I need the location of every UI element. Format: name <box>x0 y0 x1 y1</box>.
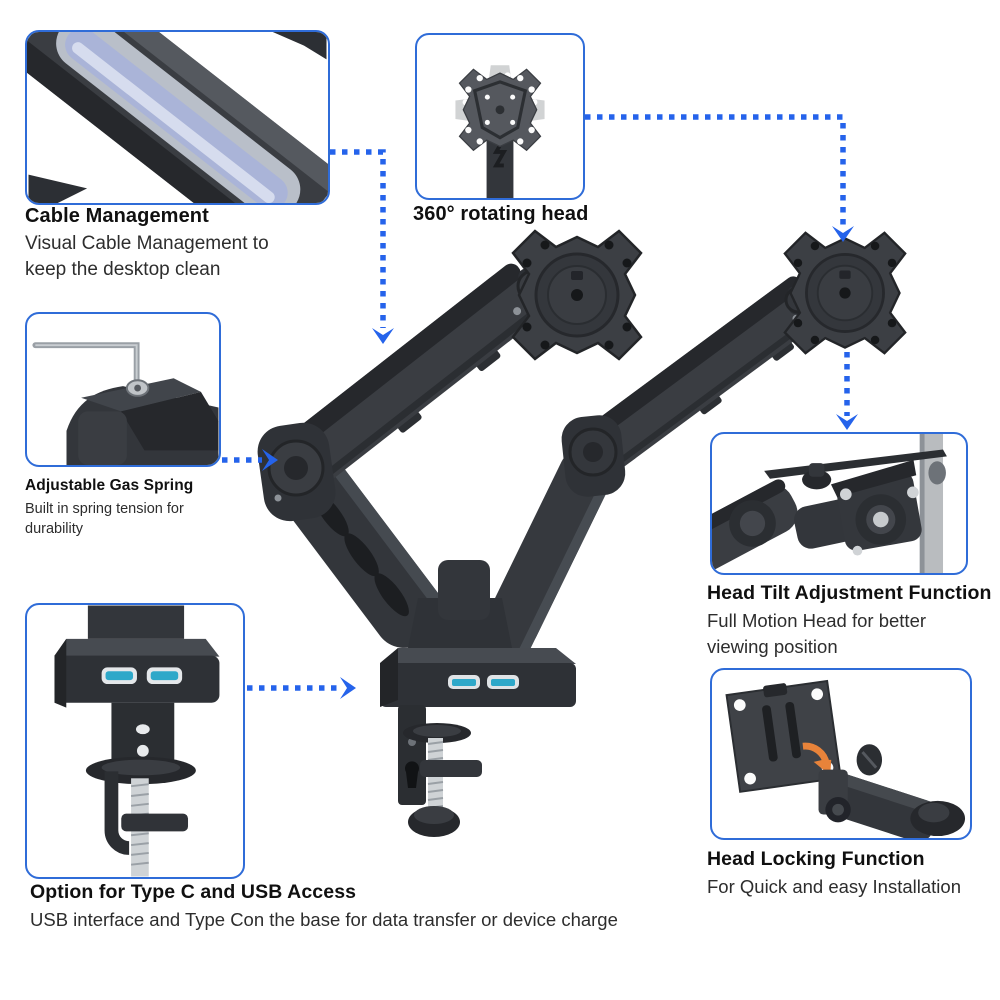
dotted-arrow-cable-management <box>330 149 386 328</box>
vesa-logo <box>839 270 851 279</box>
cable-management-description: Visual Cable Management to keep the desk… <box>25 233 269 281</box>
cable-management-title: Cable Management <box>25 205 209 227</box>
vesa-logo <box>571 271 583 280</box>
gas-spring-thumbnail <box>25 312 221 467</box>
head-tilt-description: Full Motion Head for better viewing posi… <box>707 610 927 657</box>
left-vesa-plate <box>511 229 643 361</box>
dotted-arrow-rotating-head <box>585 114 846 226</box>
usb-base-thumbnail <box>25 603 245 879</box>
head-locking-description: For Quick and easy Installation <box>707 876 961 897</box>
rotating-head-title: 360° rotating head <box>413 203 589 225</box>
head-locking-thumbnail <box>710 668 972 840</box>
right-vesa-plate <box>783 231 907 355</box>
gas-spring-description: Built in spring tension for durability <box>25 501 184 537</box>
head-locking-title: Head Locking Function <box>707 848 925 870</box>
usb-access-description: USB interface and Type Con the base for … <box>30 909 618 930</box>
desk-clamp-base <box>380 560 576 837</box>
head-tilt-thumbnail <box>710 432 968 575</box>
cable-management-thumbnail <box>25 30 330 205</box>
rotating-head-thumbnail <box>415 33 585 200</box>
head-tilt-title: Head Tilt Adjustment Function <box>707 582 992 604</box>
usb-access-title: Option for Type C and USB Access <box>30 881 357 903</box>
gas-spring-title: Adjustable Gas Spring <box>25 477 194 494</box>
